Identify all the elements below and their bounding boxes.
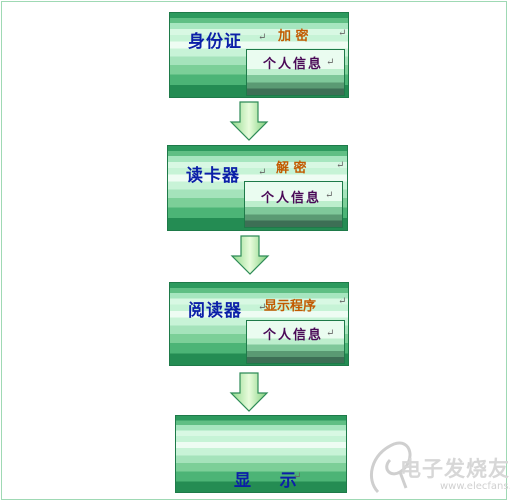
- watermark-url: www.elecfans.com: [440, 481, 510, 492]
- return-mark: ↵: [258, 32, 267, 43]
- info-label-reader: 个人信息: [263, 328, 324, 343]
- info-label-card-reader: 个人信息: [261, 191, 322, 206]
- info-box-reader: [246, 320, 345, 364]
- return-mark: ↵: [338, 296, 347, 307]
- step-box-display: [175, 415, 347, 493]
- watermark-text: 电子发烧友: [400, 457, 510, 481]
- return-mark: ↵: [326, 57, 335, 68]
- info-box-id-card: [246, 49, 345, 96]
- return-mark: ↵: [325, 190, 334, 201]
- info-label-id-card: 个人信息: [263, 57, 324, 72]
- return-mark: ↵: [258, 302, 267, 313]
- step-title-display: 显 示: [234, 471, 298, 491]
- step-title-reader: 阅读器: [188, 301, 242, 321]
- down-arrow-icon: [230, 235, 270, 275]
- return-mark: ↵: [326, 328, 335, 339]
- down-arrow-icon: [229, 101, 269, 141]
- down-arrow-icon: [229, 372, 269, 412]
- step-title-id-card: 身份证: [188, 32, 242, 52]
- return-mark: ↵: [293, 471, 302, 482]
- return-mark: ↵: [338, 28, 347, 39]
- step-action-decrypt: 解 密: [276, 161, 307, 176]
- step-title-card-reader: 读卡器: [186, 166, 240, 186]
- info-box-card-reader: [244, 181, 343, 228]
- return-mark: ↵: [336, 160, 345, 171]
- step-action-encrypt: 加 密: [278, 29, 309, 44]
- elecfans-watermark-logo: [369, 441, 412, 494]
- step-action-display-program: 显示程序: [264, 299, 317, 314]
- return-mark: ↵: [258, 167, 267, 178]
